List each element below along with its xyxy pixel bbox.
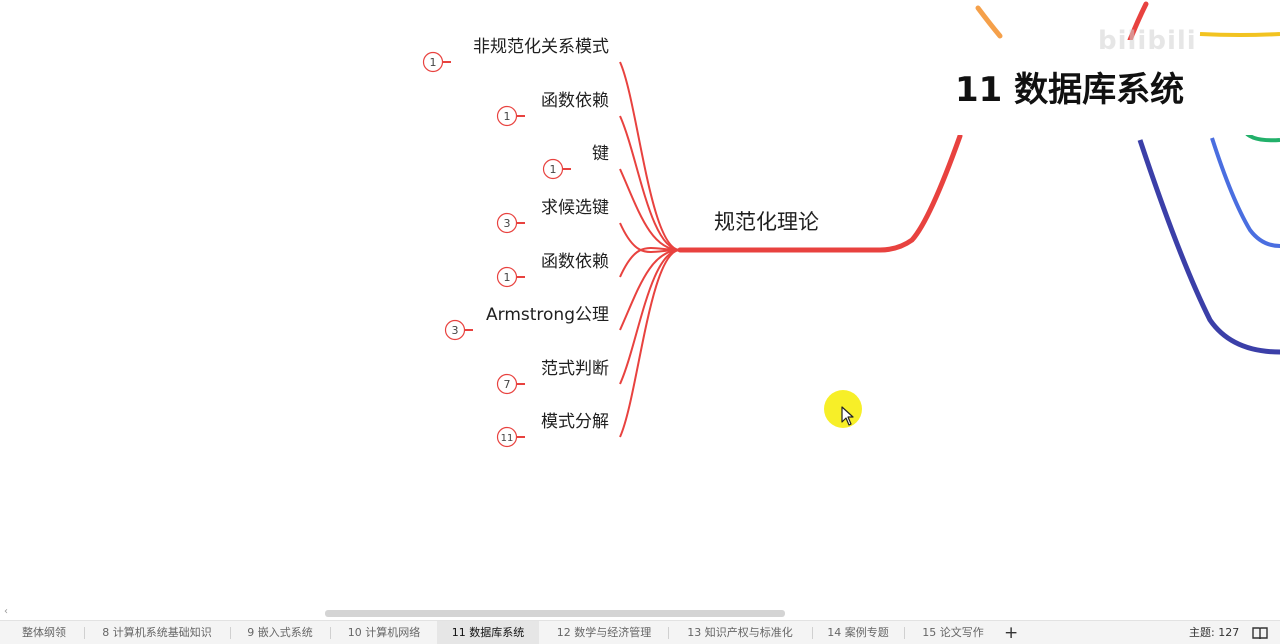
collapse-badge[interactable] — [496, 266, 518, 288]
scrollbar-thumb[interactable] — [325, 610, 785, 617]
mouse-pointer-icon — [841, 406, 854, 426]
collapse-badge-count: 3 — [504, 217, 511, 230]
tab-computer-basics[interactable]: 8 计算机系统基础知识 — [102, 626, 212, 639]
central-topic-connector — [677, 133, 963, 253]
chevron-left-icon[interactable]: ‹ — [4, 606, 8, 617]
red-top-branch-line — [1127, 1, 1149, 43]
branch-connector — [619, 249, 681, 385]
branch-connector — [619, 168, 681, 251]
tab-divider — [812, 627, 813, 639]
bilibili-watermark: bilibili — [1098, 26, 1197, 56]
branch-label-4[interactable]: 求候选键 — [541, 198, 609, 218]
collapse-badge-count: 7 — [504, 378, 511, 391]
tab-database-systems[interactable]: 11 数据库系统 — [437, 621, 539, 644]
navy-branch-line — [1137, 139, 1280, 355]
tab-math-economics[interactable]: 12 数学与经济管理 — [556, 626, 652, 639]
collapse-badge-count: 3 — [452, 324, 459, 337]
branch-label-5[interactable]: 函数依赖 — [541, 252, 609, 272]
topic-count-status: 主题: 127 — [1189, 626, 1240, 639]
tab-overview[interactable]: 整体纲领 — [22, 626, 66, 639]
collapse-badge-count: 1 — [504, 271, 511, 284]
sheet-tab-bar: 整体纲领 8 计算机系统基础知识 9 嵌入式系统 10 计算机网络 11 数据库… — [0, 620, 1280, 644]
root-topic[interactable] — [930, 40, 1280, 135]
root-topic-title[interactable]: 11 数据库系统 — [955, 70, 1185, 110]
blue-branch-line — [1210, 137, 1280, 248]
tab-embedded-systems[interactable]: 9 嵌入式系统 — [247, 626, 313, 639]
branch-label-3[interactable]: 键 — [592, 144, 609, 164]
tab-case-studies[interactable]: 14 案例专题 — [827, 626, 889, 639]
tab-divider — [904, 627, 905, 639]
tab-ip-standards[interactable]: 13 知识产权与标准化 — [687, 626, 793, 639]
collapse-badge[interactable] — [496, 105, 518, 127]
collapse-badge-count: 1 — [504, 110, 511, 123]
tab-computer-network[interactable]: 10 计算机网络 — [347, 626, 421, 639]
collapse-badge-count: 1 — [550, 163, 557, 176]
branch-connector — [619, 249, 681, 438]
branch-connector — [619, 61, 681, 251]
yellow-branch-line — [1199, 32, 1280, 37]
branch-label-8[interactable]: 模式分解 — [541, 412, 609, 432]
collapse-badge[interactable] — [444, 319, 466, 341]
central-topic-label[interactable]: 规范化理论 — [714, 210, 819, 234]
branch-label-6[interactable]: Armstrong公理 — [486, 305, 609, 325]
collapse-badge[interactable] — [496, 373, 518, 395]
branch-label-1[interactable]: 非规范化关系模式 — [473, 37, 609, 57]
collapse-badge-count: 11 — [501, 433, 514, 444]
add-sheet-button[interactable]: + — [1004, 623, 1019, 643]
branch-label-7[interactable]: 范式判断 — [541, 359, 609, 379]
collapse-badge[interactable] — [422, 51, 444, 73]
orange-branch-line — [975, 5, 1003, 39]
collapse-badge[interactable] — [496, 426, 518, 448]
branch-connector — [619, 115, 681, 251]
tab-essay-writing[interactable]: 15 论文写作 — [922, 626, 984, 639]
book-icon[interactable] — [1252, 626, 1268, 640]
horizontal-scrollbar[interactable]: ‹ — [0, 606, 1280, 620]
branch-label-2[interactable]: 函数依赖 — [541, 91, 609, 111]
branch-connector — [619, 249, 681, 331]
tab-divider — [668, 627, 669, 639]
tab-divider — [84, 627, 85, 639]
collapse-badge[interactable] — [496, 212, 518, 234]
branch-connector — [619, 246, 681, 278]
collapse-badge[interactable] — [542, 158, 564, 180]
tab-divider — [230, 627, 231, 639]
tab-divider — [330, 627, 331, 639]
collapse-badge-count: 1 — [430, 56, 437, 69]
